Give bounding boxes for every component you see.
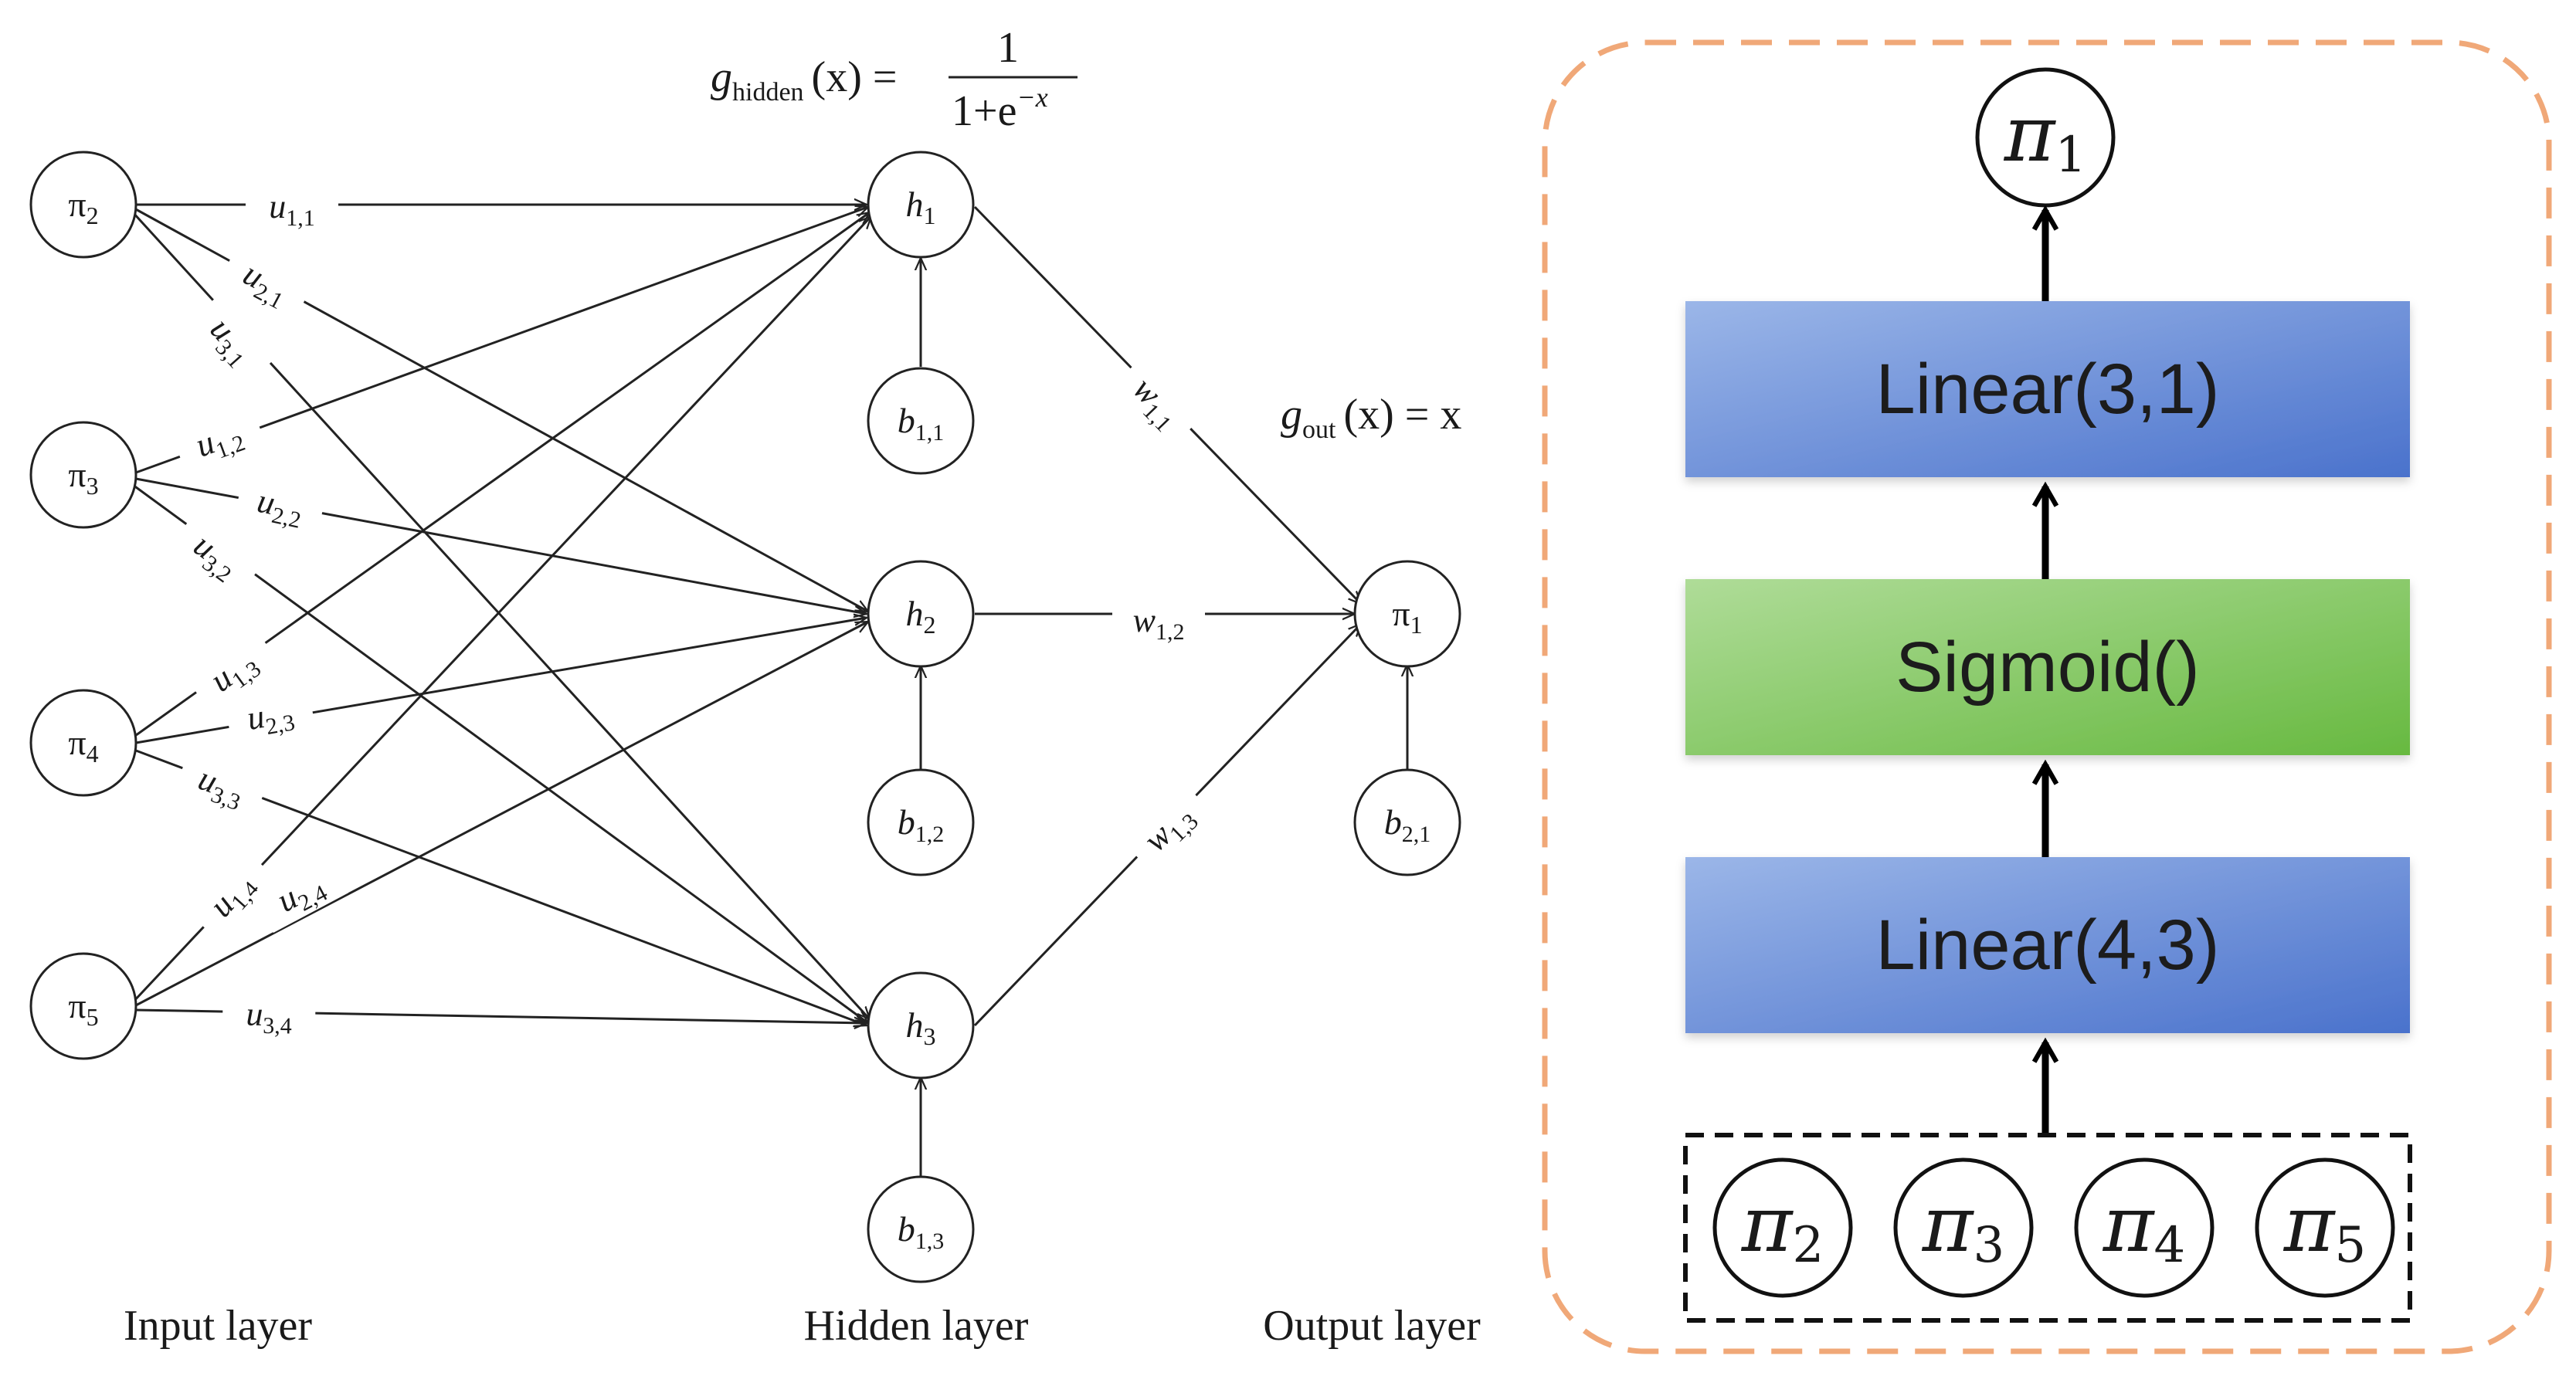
svg-text:π5: π5 [68,986,98,1031]
bias-node-b13: b1,3 [867,1175,975,1283]
stack-input-pi5: π5 [2255,1157,2395,1298]
block-sigmoid: Sigmoid() [1685,579,2410,755]
svg-text:π5: π5 [2283,1179,2366,1274]
weight-label: w1,2 [1133,602,1185,645]
svg-text:b1,3: b1,3 [898,1209,945,1254]
edge-pi5-h2 [134,620,868,1008]
bias-node-b21: b2,1 [1353,768,1461,876]
svg-text:π3: π3 [68,455,98,500]
left-network: ghidden(x) = 1 1+e−x gout(x) = x [29,24,1481,1350]
weight-label: u3,4 [246,995,292,1039]
svg-text:π2: π2 [68,185,98,229]
bias-nodes: b1,1 b1,2 b1,3 b2,1 [867,367,1461,1283]
svg-text:h3: h3 [906,1005,936,1050]
svg-text:π4: π4 [2103,1179,2185,1274]
input-node-pi5: π5 [29,952,137,1060]
stack-input-pi4: π4 [2074,1157,2215,1298]
svg-text:π1: π1 [1392,594,1422,639]
right-architecture-panel: π1 Linear(3,1) Sigmoid() Linear(4,3) π2 … [1542,39,2552,1354]
hidden-nodes: h1 h2 h3 [867,151,975,1079]
svg-text:gout(x) = x: gout(x) = x [1281,391,1461,444]
output-activation-formula: gout(x) = x [1281,391,1461,444]
hidden-activation-formula: ghidden (x) = 1 1+e−x [711,24,1078,135]
svg-text:h1: h1 [906,185,936,229]
formula-numerator: 1 [997,24,1019,72]
hidden-node-h1: h1 [867,151,975,259]
stack-input-box [1683,1133,2412,1323]
out-formula-g: g [1281,391,1302,439]
block-label: Linear(3,1) [1876,350,2220,429]
svg-text:1+e−x: 1+e−x [952,82,1048,135]
formula-g: g [711,53,732,101]
formula-denominator: 1+e [952,87,1016,135]
formula-sub: hidden [732,78,804,107]
svg-text:π1: π1 [2004,89,2086,184]
svg-text:h2: h2 [906,594,936,639]
output-layer-label: Output layer [1263,1302,1481,1350]
output-weight-labels: w1,1 w1,2 w1,3 [1111,356,1215,874]
stack-input-pi2: π2 [1712,1157,1853,1298]
input-node-pi3: π3 [29,421,137,529]
output-node-pi1: π1 [1353,560,1461,668]
input-weight-labels: u1,1 u2,1 u3,1 u1,2 u2,2 u3,2 u1,3 u2,3 … [168,185,349,1039]
block-label: Linear(4,3) [1876,906,2220,985]
hidden-node-h3: h3 [867,971,975,1079]
hidden-layer-label: Hidden layer [804,1302,1029,1350]
bias-edges [921,258,1407,1179]
hidden-node-h2: h2 [867,560,975,668]
input-layer-label: Input layer [124,1302,312,1350]
formula-exponent: −x [1016,82,1047,113]
out-formula-arg: (x) = x [1343,391,1461,439]
input-node-pi2: π2 [29,151,137,259]
input-nodes: π2 π3 π4 π5 [29,151,137,1060]
block-label: Sigmoid() [1896,628,2200,707]
svg-text:b2,1: b2,1 [1384,802,1431,847]
block-linear-4-3: Linear(4,3) [1685,857,2410,1033]
bias-node-b12: b1,2 [867,768,975,876]
block-linear-3-1: Linear(3,1) [1685,301,2410,477]
weight-label: u1,1 [269,188,315,231]
svg-text:b1,1: b1,1 [898,401,945,446]
stack-input-pi3: π3 [1893,1157,2034,1298]
svg-text:π4: π4 [68,723,98,768]
svg-text:π3: π3 [1922,1179,2004,1274]
formula-arg: (x) = [812,53,898,101]
svg-text:b1,2: b1,2 [898,802,945,847]
bias-node-b11: b1,1 [867,367,975,475]
stack-output-node: π1 [1975,67,2116,208]
dashed-panel-border [1542,39,2552,1354]
stack-input-nodes: π2 π3 π4 π5 [1712,1157,2395,1298]
input-node-pi4: π4 [29,689,137,797]
out-formula-sub: out [1302,415,1336,444]
svg-text:ghidden(x) =: ghidden (x) = [711,53,897,107]
svg-text:π2: π2 [1741,1179,1824,1274]
